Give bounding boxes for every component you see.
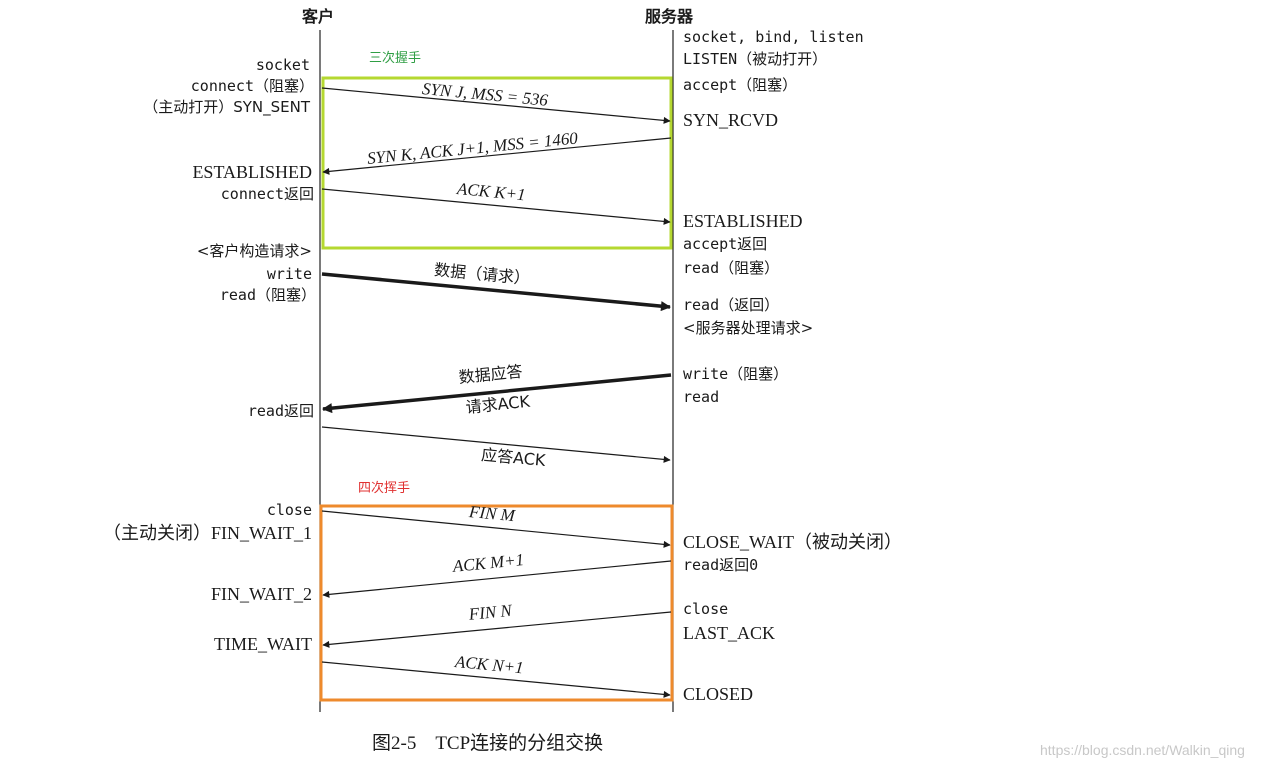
server-header: 服务器 <box>645 7 694 26</box>
server-process-request-label: <服务器处理请求> <box>683 319 814 337</box>
handshake-label: 三次握手 <box>369 51 422 66</box>
server-accept-return-label: accept返回 <box>683 235 768 253</box>
server-closed-label: CLOSED <box>683 684 754 704</box>
wave-label: 四次挥手 <box>358 481 411 496</box>
figure-caption: 图2-5 TCP连接的分组交换 <box>372 733 604 754</box>
server-read-block-label: read（阻塞） <box>683 259 780 277</box>
server-last-ack-label: LAST_ACK <box>683 623 776 643</box>
server-write-block-label: write（阻塞） <box>683 365 789 383</box>
fin-n-arrow <box>322 611 672 648</box>
data-reply-arrow <box>322 373 672 414</box>
ack-k-arrow <box>321 188 671 225</box>
server-accept-block-label: accept（阻塞） <box>683 76 798 94</box>
client-read-block-label: read（阻塞） <box>219 286 316 304</box>
server-listen-label: LISTEN（被动打开） <box>683 50 828 68</box>
client-syn-sent-label: （主动打开）SYN_SENT <box>143 98 310 116</box>
server-read-return-label: read（返回） <box>683 296 780 314</box>
ack-n-arrow <box>321 661 671 698</box>
client-socket-label: socket <box>255 56 310 74</box>
client-build-request-label: <客户构造请求> <box>196 242 312 260</box>
fin-n-label: FIN N <box>467 600 513 624</box>
fin-m-label: FIN M <box>468 502 516 526</box>
wave-box <box>319 504 674 702</box>
client-fin-wait-2-label: FIN_WAIT_2 <box>211 584 312 604</box>
server-socket-bind-listen-label: socket, bind, listen <box>683 28 864 46</box>
data-request-arrow <box>321 272 671 312</box>
client-established-label: ESTABLISHED <box>192 162 312 182</box>
server-read-return-0-label: read返回0 <box>683 556 759 574</box>
server-established-label: ESTABLISHED <box>683 211 803 231</box>
client-write-label: write <box>266 265 312 283</box>
client-close-label: close <box>266 501 312 519</box>
client-connect-return-label: connect返回 <box>220 185 314 203</box>
fin-m-arrow <box>321 510 671 548</box>
client-header: 客户 <box>302 7 335 26</box>
client-time-wait-label: TIME_WAIT <box>214 634 312 654</box>
handshake-box <box>321 76 673 250</box>
client-read-return-label: read返回 <box>247 402 314 420</box>
server-close-wait-label: CLOSE_WAIT（被动关闭） <box>683 532 902 552</box>
ack-m-arrow <box>322 560 672 598</box>
server-read-label: read <box>683 388 720 406</box>
watermark: https://blog.csdn.net/Walkin_qing <box>1040 742 1245 758</box>
syn-j-arrow <box>321 87 671 124</box>
server-syn-rcvd-label: SYN_RCVD <box>683 110 779 130</box>
reply-ack-arrow <box>321 426 671 463</box>
client-fin-wait-1-label: （主动关闭）FIN_WAIT_1 <box>103 523 312 543</box>
client-connect-label: connect（阻塞） <box>190 77 314 95</box>
server-close-label: close <box>683 600 729 618</box>
syn-k-arrow <box>322 137 672 175</box>
